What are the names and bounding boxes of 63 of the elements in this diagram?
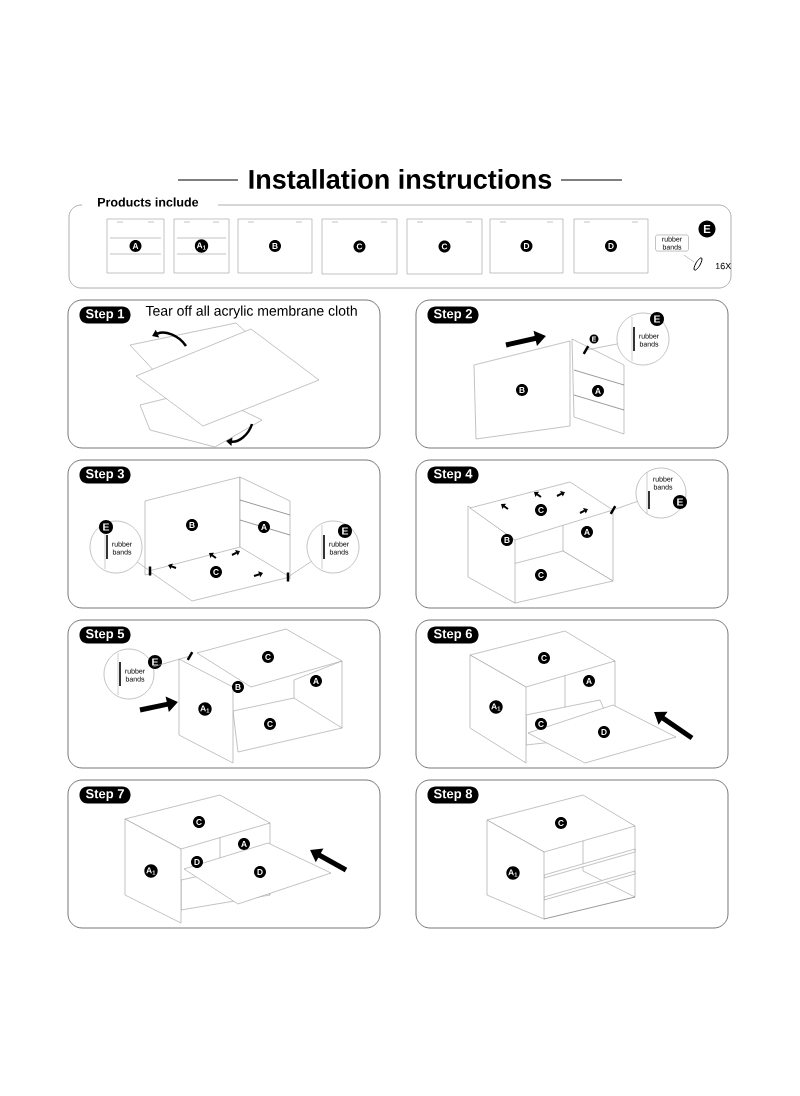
part-letter: C	[264, 718, 276, 730]
rubber-band-mark	[609, 505, 617, 515]
part-letter: B	[516, 384, 528, 396]
step-card	[415, 619, 729, 769]
panel-part: D	[573, 218, 649, 274]
step-card	[67, 779, 381, 929]
title: Installation instructions	[249, 169, 552, 189]
part-letter: D	[254, 866, 266, 878]
step-card	[67, 459, 381, 609]
part-letter: A	[258, 521, 270, 533]
panel-heading: Products include	[94, 194, 202, 210]
panel-part: C	[321, 218, 398, 275]
step-badge: Step 5	[79, 626, 131, 644]
leader-line	[137, 561, 149, 571]
leader-line	[152, 656, 189, 668]
part-letter: C	[210, 566, 222, 578]
part-letter: A	[310, 675, 322, 687]
part-letter: A	[592, 385, 604, 397]
leader-line	[614, 501, 638, 510]
panel-part: B	[237, 218, 313, 274]
part-letter: A$_{1}$	[506, 866, 520, 880]
part-letter: C	[262, 651, 274, 663]
part-letter: C	[193, 816, 205, 828]
part-letter: A$_{1}$	[144, 864, 158, 878]
step-badge: Step 2	[427, 306, 479, 324]
part-letter: C	[555, 817, 567, 829]
step-badge: Step 3	[79, 466, 131, 484]
part-letter: C	[535, 569, 547, 581]
part-letter: B	[501, 534, 513, 546]
step-card	[415, 299, 729, 449]
step-badge: Step 8	[427, 786, 479, 804]
step-badge: Step 7	[79, 786, 131, 804]
step-card	[67, 619, 381, 769]
part-letter: A	[581, 526, 593, 538]
letter-badge: E	[698, 220, 716, 238]
part-letter: A$_{1}$	[198, 702, 212, 716]
leader-line	[587, 343, 618, 350]
step-badge: Step 1	[79, 306, 131, 324]
rubber-band-mark	[582, 345, 590, 355]
rubber-band-mark	[148, 566, 152, 576]
step-card	[415, 779, 729, 929]
leader-line	[289, 561, 312, 577]
panel-part: D	[489, 218, 564, 274]
part-letter: D	[191, 856, 203, 868]
step-badge: Step 4	[427, 466, 479, 484]
instruction-text: Tear off all acrylic membrane cloth	[145, 305, 357, 319]
part-letter: C	[535, 718, 547, 730]
part-letter: A	[238, 838, 250, 850]
step-card	[415, 459, 729, 609]
part-letter: A$_{1}$	[489, 700, 503, 714]
part-letter: B	[232, 681, 244, 693]
part-letter: A	[583, 675, 595, 687]
rubber-band-mark	[286, 572, 290, 582]
part-letter: C	[538, 652, 550, 664]
panel-part: A$_{1}$	[173, 218, 230, 274]
step-badge: Step 6	[427, 626, 479, 644]
part-letter: B	[186, 519, 198, 531]
panel-part: C	[406, 218, 483, 275]
rubber-band-mark	[186, 651, 194, 661]
part-letter: D	[598, 726, 610, 738]
quantity-label: 16X	[715, 262, 731, 270]
panel-part: A	[106, 218, 165, 274]
part-letter: C	[535, 504, 547, 516]
